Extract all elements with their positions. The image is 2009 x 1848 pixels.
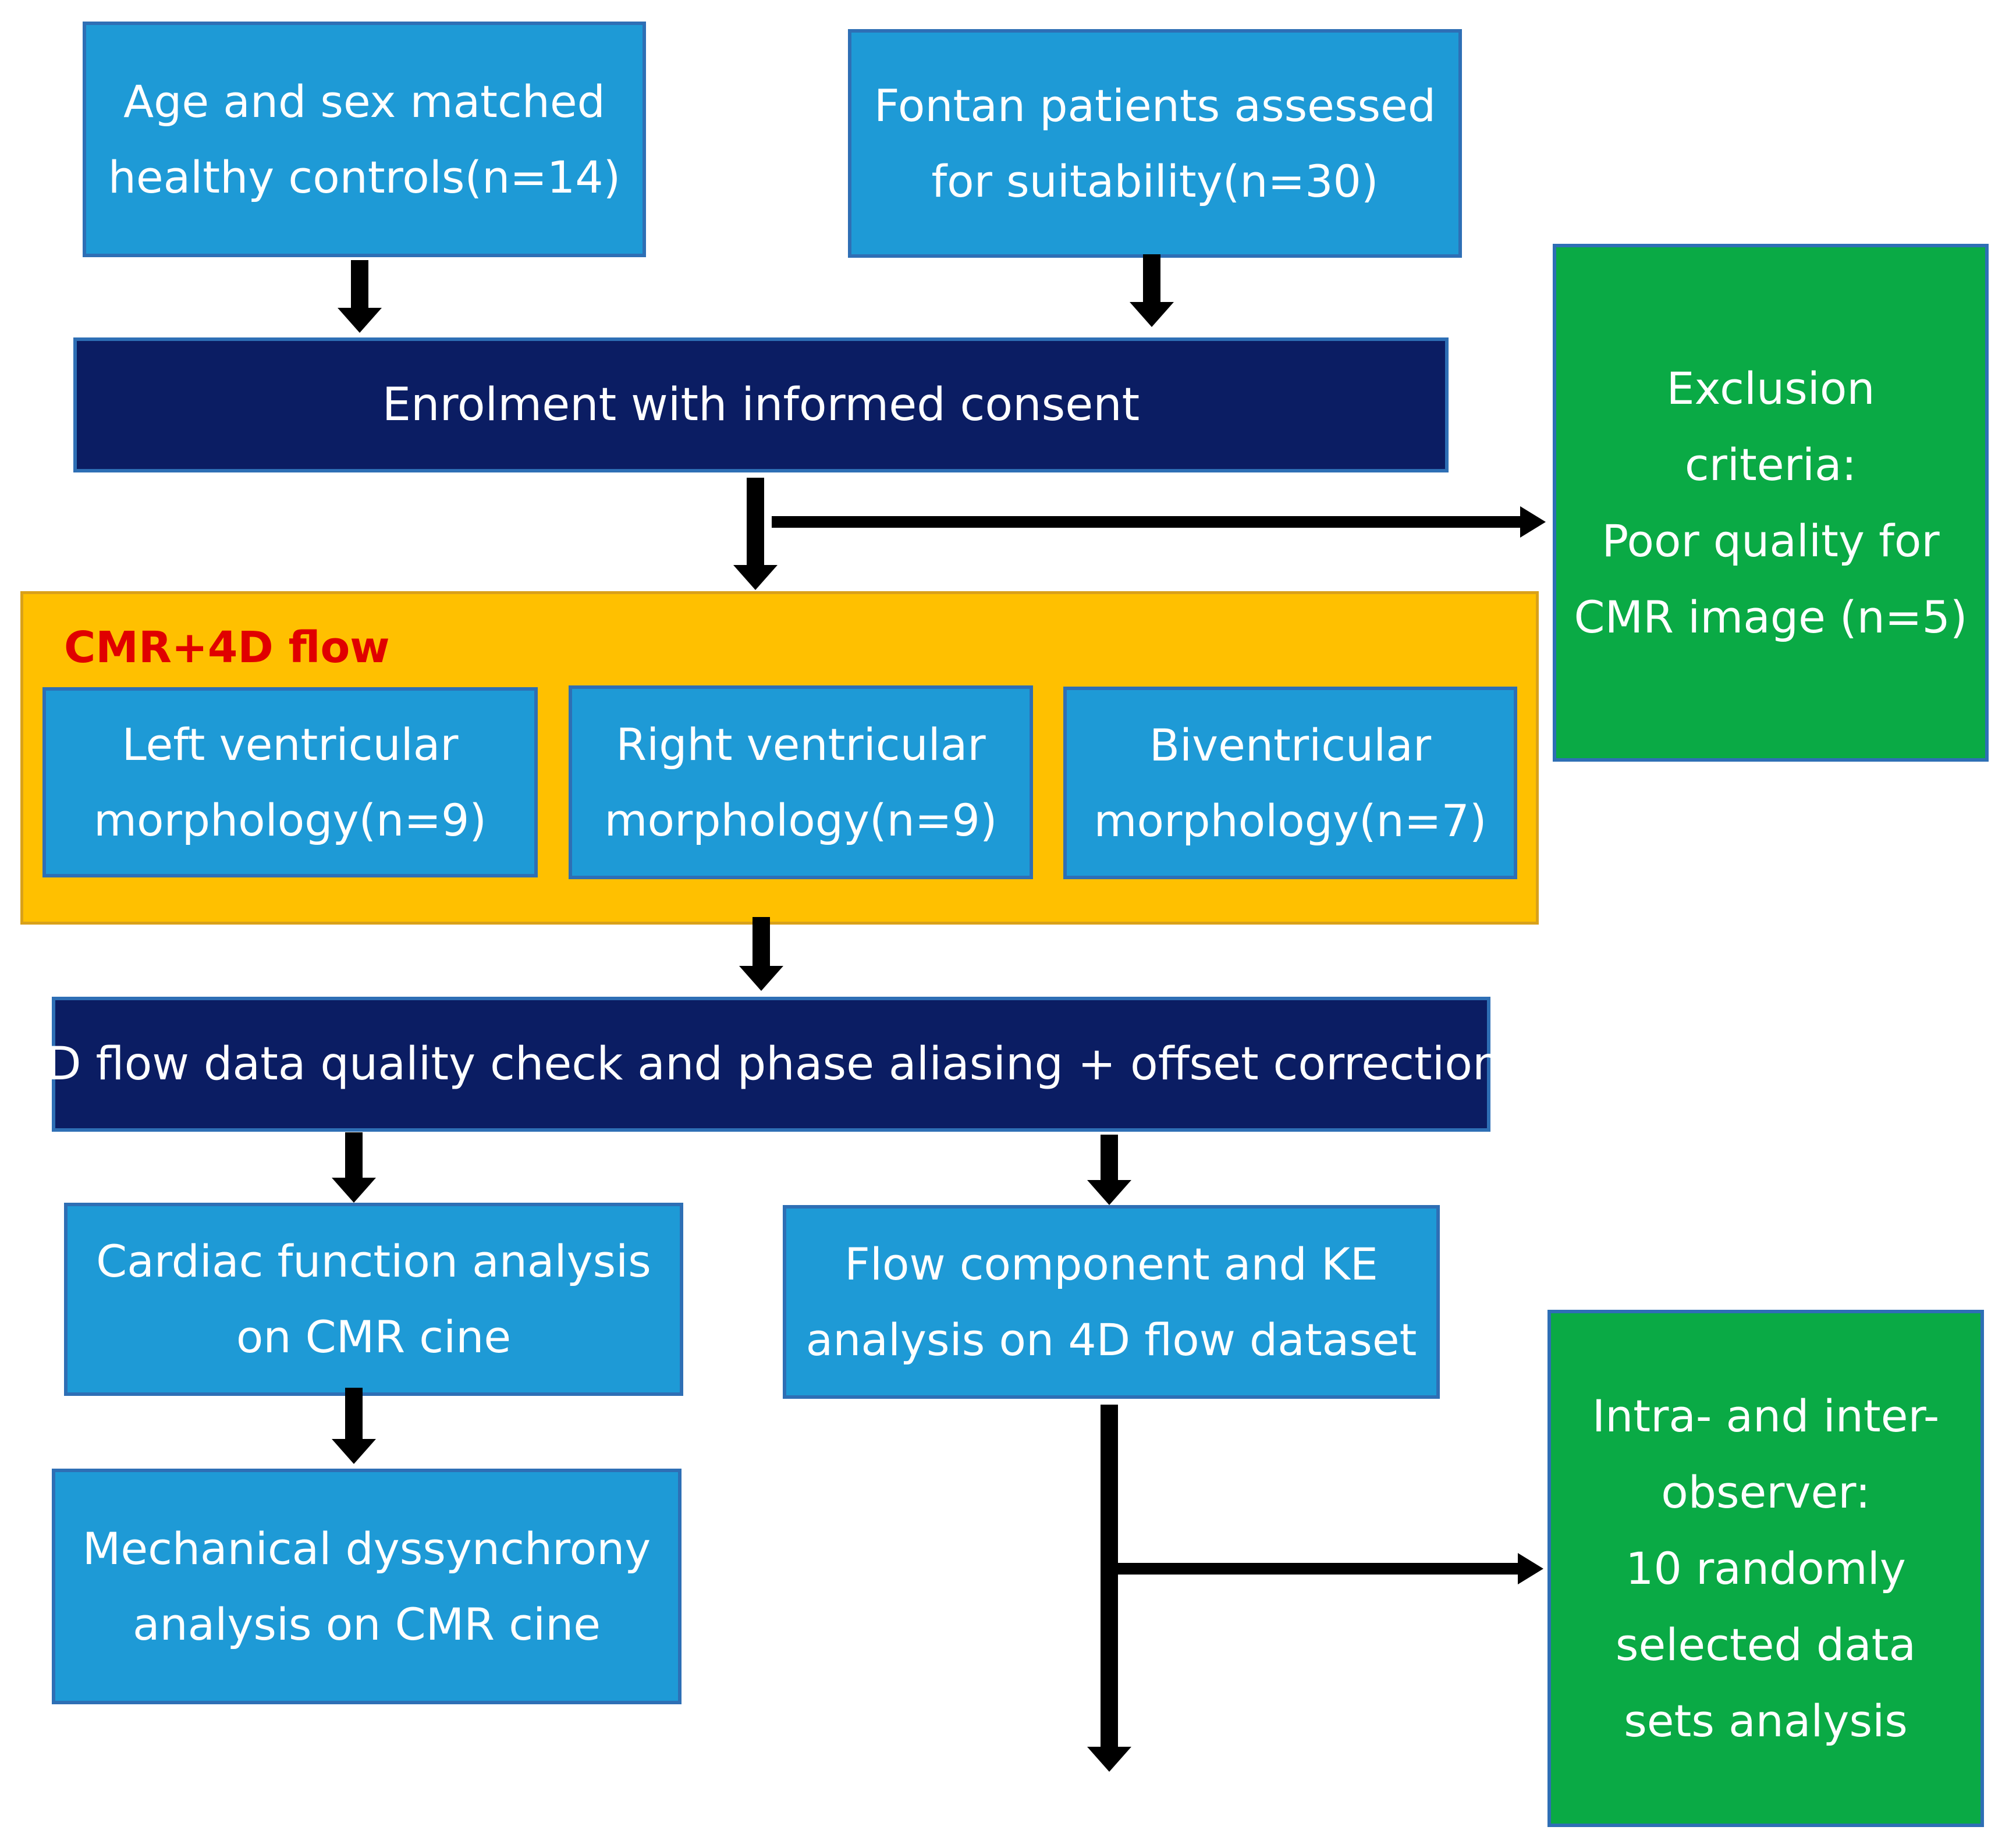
observer-line-3: 10 randomly [1625, 1543, 1906, 1594]
arrow-to-observer [1118, 1553, 1543, 1584]
left-ventricular-line-2: morphology(n=9) [93, 794, 487, 846]
biventricular-line-2: morphology(n=7) [1094, 794, 1487, 847]
fontan-box: Fontan patients assessed for suitability… [848, 29, 1462, 258]
exclusion-line-4: CMR image (n=5) [1574, 591, 1968, 643]
flow-component-line-2: analysis on 4D flow dataset [805, 1313, 1417, 1366]
arrow-quality-to-cardiac [332, 1132, 376, 1203]
arrow-fontan-to-enrolment [1130, 254, 1174, 327]
exclusion-line-2: criteria: [1684, 439, 1857, 491]
exclusion-box: Exclusion criteria: Poor quality for CMR… [1553, 244, 1989, 762]
enrolment-label: Enrolment with informed consent [382, 379, 1140, 431]
right-ventricular-line-1: Right ventricular [616, 718, 986, 770]
right-ventricular-box: Right ventricular morphology(n=9) [569, 685, 1033, 879]
flow-component-line-1: Flow component and KE [844, 1238, 1378, 1290]
controls-line-1: Age and sex matched [123, 75, 605, 127]
fontan-line-2: for suitability(n=30) [931, 155, 1379, 207]
exclusion-line-1: Exclusion [1666, 363, 1875, 414]
dyssynchrony-line-2: analysis on CMR cine [132, 1598, 601, 1650]
group-title: CMR+4D flow [64, 623, 390, 673]
dyssynchrony-box: Mechanical dyssynchrony analysis on CMR … [52, 1469, 682, 1704]
quality-check-box: 4D flow data quality check and phase ali… [17, 997, 1525, 1132]
biventricular-line-1: Biventricular [1149, 719, 1432, 771]
left-ventricular-box: Left ventricular morphology(n=9) [42, 687, 538, 877]
observer-line-2: observer: [1661, 1466, 1870, 1518]
observer-box: Intra- and inter- observer: 10 randomly … [1547, 1310, 1984, 1827]
arrow-cardiac-to-dyssynchrony [332, 1388, 376, 1464]
right-ventricular-line-2: morphology(n=9) [604, 794, 998, 846]
arrow-flow-down [1087, 1405, 1131, 1772]
fontan-line-1: Fontan patients assessed [874, 79, 1436, 132]
enrolment-box: Enrolment with informed consent [73, 337, 1449, 472]
left-ventricular-line-1: Left ventricular [122, 718, 459, 770]
controls-box: Age and sex matched healthy controls(n=1… [83, 22, 646, 257]
observer-line-5: sets analysis [1624, 1695, 1908, 1747]
arrow-enrolment-to-group [733, 478, 778, 590]
observer-line-4: selected data [1615, 1619, 1916, 1671]
flow-component-box: Flow component and KE analysis on 4D flo… [783, 1205, 1440, 1399]
cardiac-function-line-1: Cardiac function analysis [96, 1235, 651, 1287]
controls-line-2: healthy controls(n=14) [108, 151, 621, 203]
observer-line-1: Intra- and inter- [1592, 1390, 1940, 1442]
cardiac-function-box: Cardiac function analysis on CMR cine [64, 1203, 683, 1396]
arrow-controls-to-enrolment [338, 260, 382, 333]
exclusion-line-3: Poor quality for [1602, 515, 1940, 567]
dyssynchrony-line-1: Mechanical dyssynchrony [82, 1522, 651, 1575]
arrow-to-exclusion [772, 506, 1546, 538]
cardiac-function-line-2: on CMR cine [236, 1311, 512, 1363]
biventricular-box: Biventricular morphology(n=7) [1063, 687, 1517, 879]
arrow-quality-to-flow [1087, 1135, 1131, 1205]
quality-check-label: 4D flow data quality check and phase ali… [17, 1038, 1525, 1090]
arrow-group-to-quality-check [739, 917, 783, 991]
